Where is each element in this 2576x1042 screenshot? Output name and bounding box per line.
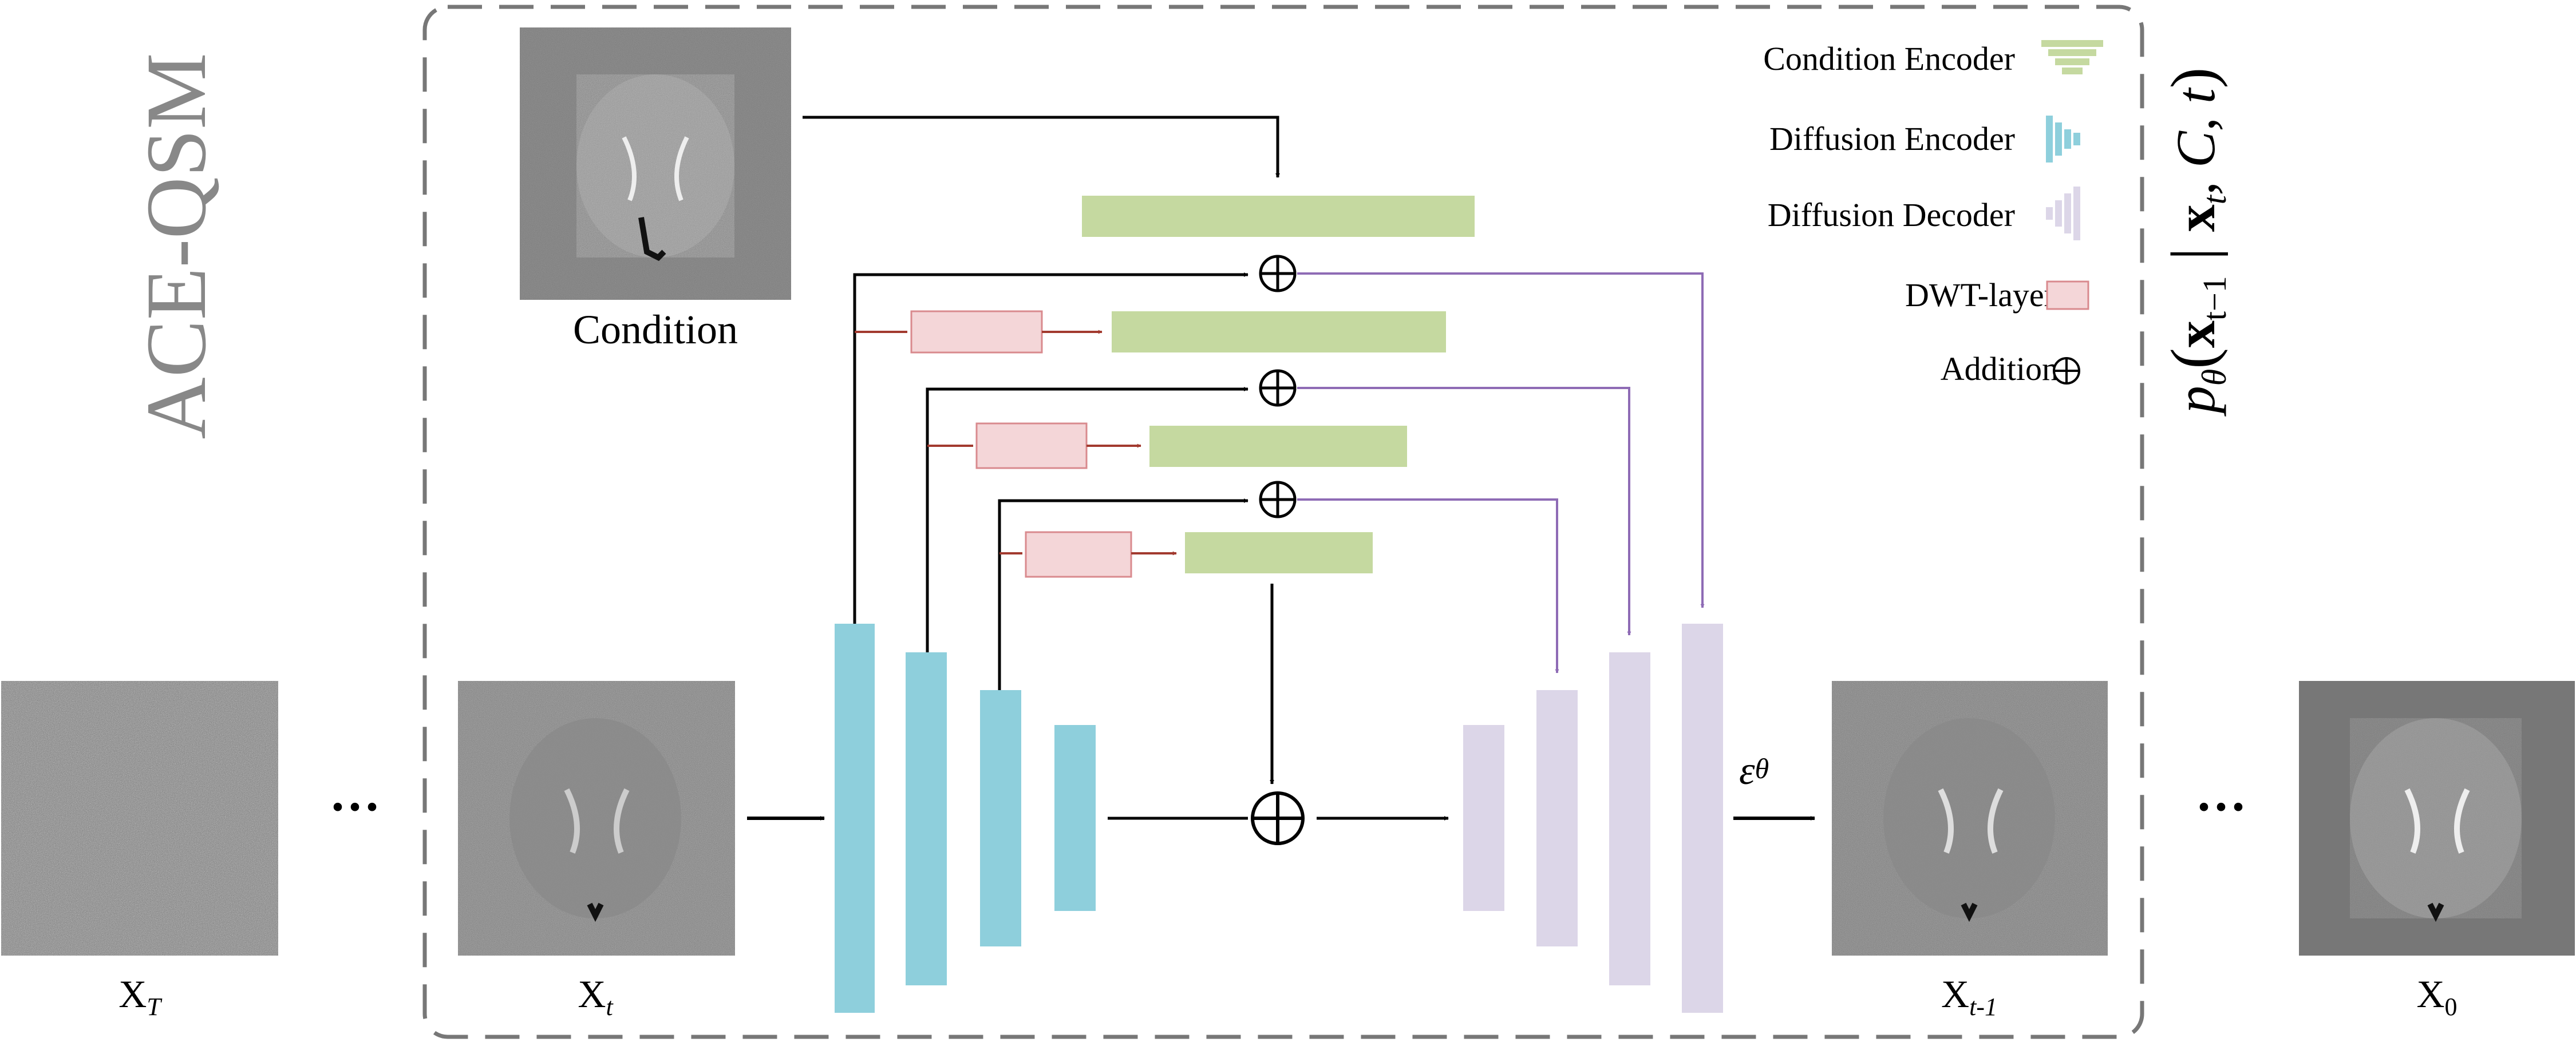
addition-node-2 [1259, 369, 1297, 407]
encoder-block-2 [906, 652, 947, 985]
skip-arrow-1 [853, 272, 1249, 624]
x-T-label: XT [118, 972, 163, 1021]
condition-encoder-block-3 [1149, 426, 1407, 467]
epsilon-theta-label: εθ [1739, 749, 1769, 793]
condition-label: Condition [573, 307, 738, 352]
dwt-layer-2 [975, 422, 1088, 469]
condition-encoder-icon [2041, 40, 2103, 74]
encoder-block-4 [1054, 725, 1096, 911]
x-t-minus-1-image [1832, 681, 2108, 956]
dwt-layer-icon [2046, 280, 2089, 310]
ace-qsm-dashed-border [422, 5, 2144, 1039]
skip-arrow-3 [998, 498, 1249, 690]
legend-condition-encoder-label: Condition Encoder [1763, 40, 2015, 77]
x-0-label: X0 [2416, 972, 2457, 1021]
encoder-block-3 [980, 690, 1021, 946]
legend-diffusion-encoder-label: Diffusion Encoder [1769, 120, 2015, 157]
condition-arrow [803, 116, 1280, 178]
addition-node-1 [1259, 255, 1297, 292]
dwt-layer-1 [910, 310, 1043, 354]
decoder-block-2 [1536, 690, 1578, 946]
dwt-layer-3 [1025, 531, 1132, 578]
condition-encoder-block-2 [1112, 311, 1446, 352]
x-t-image [458, 681, 735, 956]
ace-qsm-title: ACE-QSM [129, 53, 224, 439]
x-T-image [1, 681, 278, 956]
reverse-process-formula: pθ(xt−1 | xt, C, t) [2158, 68, 2233, 417]
x-0-image [2299, 681, 2575, 956]
x-t-minus-1-label: Xt-1 [1941, 972, 1997, 1021]
decoder-skip-arrow-2 [1297, 387, 1631, 636]
legend-addition-label: Addition [1941, 350, 2059, 387]
addition-node-3 [1259, 481, 1297, 518]
legend: Condition Encoder Diffusion Encoder Diff… [1763, 40, 2103, 387]
addition-icon [2053, 357, 2080, 385]
ellipsis-right: ··· [2195, 779, 2247, 835]
diffusion-decoder-icon [2046, 187, 2080, 240]
ellipsis-left: ··· [329, 779, 381, 835]
legend-dwt-layer-label: DWT-layer [1905, 276, 2055, 314]
condition-image [520, 27, 791, 300]
decoder-block-4 [1682, 624, 1723, 1013]
decoder-skip-arrow-3 [1297, 498, 1559, 673]
diffusion-encoder-icon [2046, 116, 2080, 163]
skip-arrow-2 [926, 387, 1249, 652]
decoder-block-3 [1609, 652, 1650, 985]
legend-diffusion-decoder-label: Diffusion Decoder [1768, 196, 2015, 233]
decoder-skip-arrow-1 [1297, 272, 1705, 608]
addition-node-main [1251, 791, 1305, 845]
condition-encoder-block-1 [1082, 196, 1475, 237]
decoder-block-1 [1463, 725, 1504, 911]
x-t-label: Xt [578, 972, 614, 1021]
encoder-block-1 [835, 624, 875, 1013]
condition-encoder-block-4 [1185, 532, 1373, 573]
